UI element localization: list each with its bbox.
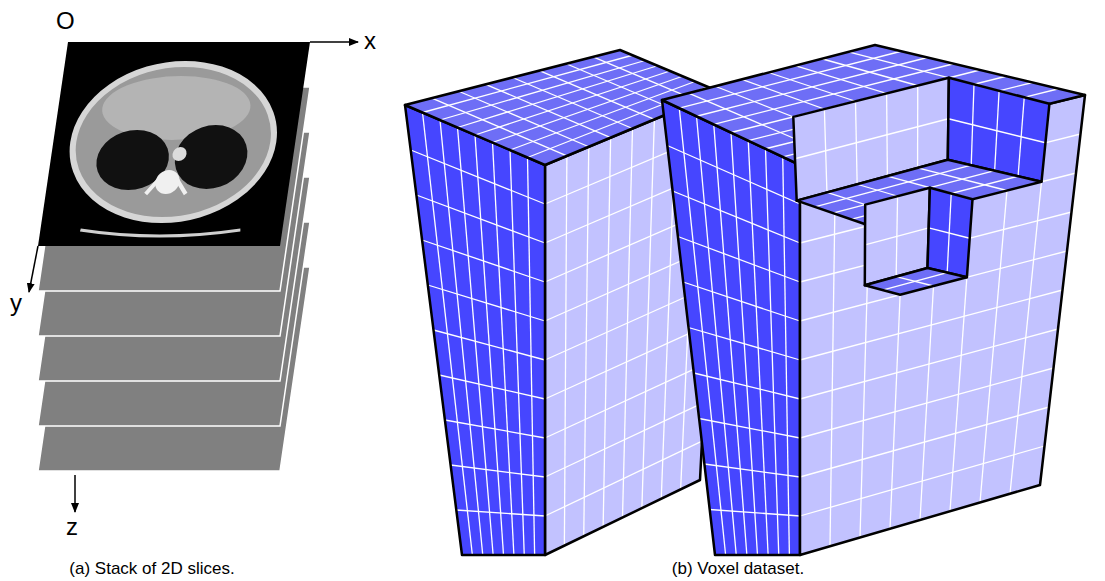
voxel-face-outline	[928, 188, 973, 278]
voxel-grid-line	[800, 368, 1054, 438]
voxel-grid-line	[545, 364, 706, 438]
voxel-grid-line	[800, 446, 1045, 516]
subfigure-caption: (b) Voxel dataset.	[672, 560, 804, 579]
voxel-grid-line	[929, 228, 970, 238]
voxel-face	[662, 100, 800, 555]
voxel-grid-line	[683, 282, 800, 321]
voxel-grid-line	[428, 285, 545, 321]
voxel-face-outline	[662, 100, 800, 555]
voxel-grid-line	[439, 375, 545, 399]
voxel-grid-line	[710, 510, 800, 517]
voxel-grid-line	[678, 237, 800, 283]
voxel-grid-line	[545, 402, 704, 477]
voxel-grid-line	[539, 71, 654, 120]
slice-stack	[38, 42, 310, 471]
voxel-grid-line	[699, 419, 800, 439]
voxel-face-outline	[405, 105, 545, 555]
voxel-grid-line	[545, 441, 702, 516]
voxel-face-outline	[865, 268, 967, 295]
voxel-grid-line	[416, 195, 545, 243]
ct-slice	[38, 42, 310, 246]
axis-label: z	[66, 514, 78, 540]
axis-label: y	[10, 290, 22, 316]
voxel-grid-line	[865, 228, 929, 245]
voxel-grid-line	[795, 119, 948, 159]
voxel-face	[405, 105, 545, 555]
voxel-grid-line	[948, 119, 1045, 143]
voxel-grid-line	[800, 407, 1049, 477]
voxel-grid-line	[458, 66, 658, 128]
voxel-grid-line	[432, 98, 567, 156]
voxel-grid-line	[800, 329, 1058, 399]
voxel-cubes	[405, 45, 1085, 555]
voxel-grid-line	[673, 191, 800, 243]
voxel-grid-line	[694, 373, 800, 399]
voxel-grid-line	[896, 277, 933, 286]
voxel-grid-line	[800, 290, 1063, 360]
subfigure-caption: (a) Stack of 2D slices.	[69, 560, 234, 579]
x-axis	[310, 41, 358, 43]
voxel-grid-line	[689, 328, 801, 361]
voxel-grid-line	[434, 330, 546, 360]
voxel-grid-line	[459, 91, 589, 147]
voxel-grid-line	[411, 150, 545, 204]
axis-label: x	[364, 28, 376, 54]
voxel-grid-line	[566, 64, 676, 111]
voxel-grid-line	[704, 464, 800, 477]
voxel-grid-line	[545, 325, 708, 399]
voxel-grid-line	[451, 465, 545, 477]
origin-label: O	[56, 8, 75, 34]
y-axis	[29, 246, 38, 292]
voxel-grid-line	[882, 273, 947, 290]
voxel-grid-line	[456, 510, 545, 516]
voxel-face	[928, 188, 973, 278]
z-axis	[74, 475, 76, 512]
voxel-face	[865, 268, 967, 295]
voxel-grid-line	[422, 240, 545, 282]
voxel-grid-line	[445, 420, 545, 438]
